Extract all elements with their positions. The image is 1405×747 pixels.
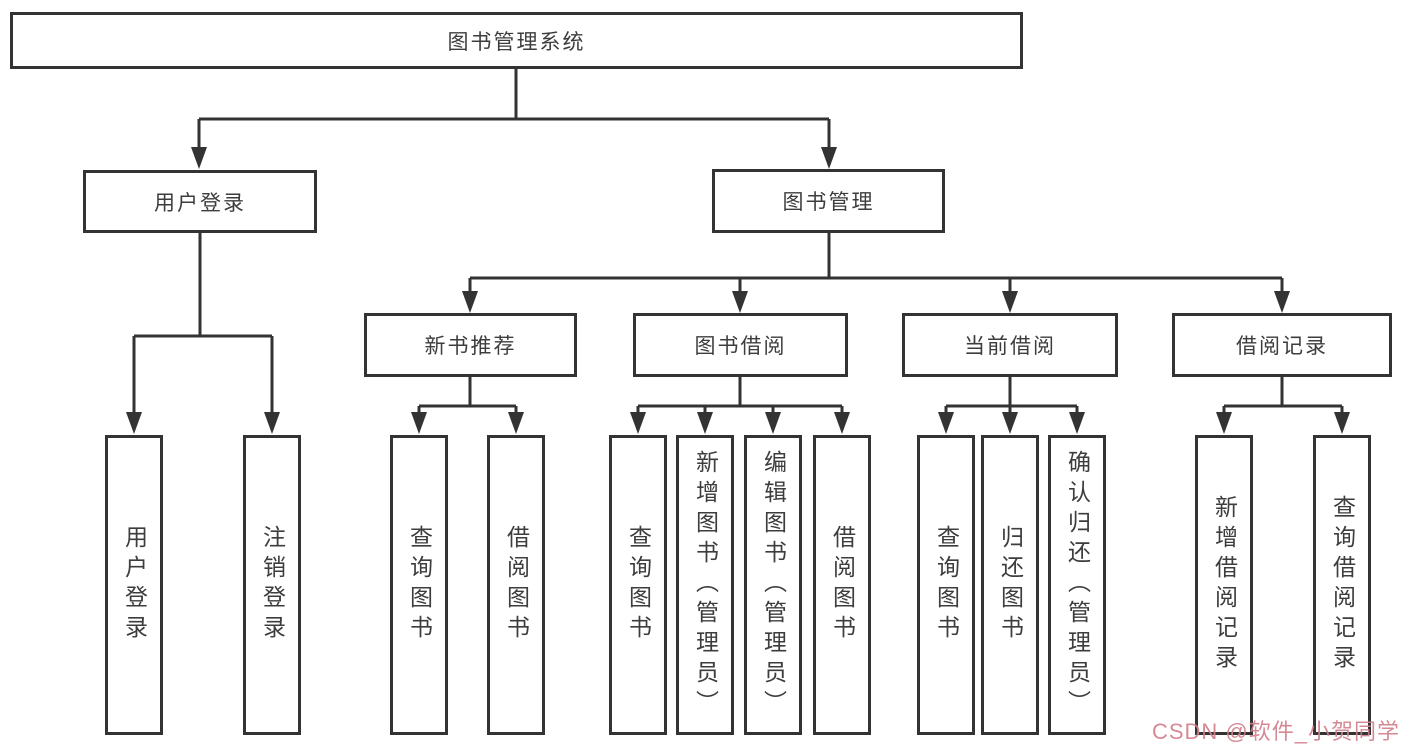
- node-borrow-records: 借阅记录: [1172, 313, 1392, 377]
- node-leaf-return-books: 归还图书: [981, 435, 1039, 735]
- arrow-down-icon: [938, 412, 954, 434]
- node-label: 注销登录: [259, 525, 286, 645]
- arrow-down-icon: [191, 147, 207, 169]
- node-new-books: 新书推荐: [364, 313, 577, 377]
- arrow-down-icon: [630, 412, 646, 434]
- node-leaf-user-login: 用户登录: [105, 435, 163, 735]
- node-leaf-logout: 注销登录: [243, 435, 301, 735]
- arrow-down-icon: [1216, 412, 1232, 434]
- arrow-down-icon: [1334, 412, 1350, 434]
- arrow-down-icon: [1069, 412, 1085, 434]
- arrow-down-icon: [732, 291, 748, 313]
- node-label: 借阅图书: [829, 525, 856, 645]
- node-leaf-query-books-3: 查询图书: [917, 435, 975, 735]
- node-label: 查询借阅记录: [1329, 495, 1356, 675]
- arrow-down-icon: [1002, 291, 1018, 313]
- arrow-down-icon: [697, 412, 713, 434]
- arrow-down-icon: [462, 291, 478, 313]
- node-book-mgmt: 图书管理: [712, 169, 945, 233]
- node-leaf-borrow-books-2: 借阅图书: [813, 435, 871, 735]
- arrow-down-icon: [1002, 412, 1018, 434]
- node-book-borrow: 图书借阅: [633, 313, 848, 377]
- arrow-down-icon: [765, 412, 781, 434]
- arrow-down-icon: [1274, 291, 1290, 313]
- node-leaf-query-books-2: 查询图书: [609, 435, 667, 735]
- node-label: 归还图书: [997, 525, 1024, 645]
- node-label: 新增图书（管理员）: [692, 450, 719, 720]
- node-leaf-confirm-return-admin: 确认归还（管理员）: [1048, 435, 1106, 735]
- arrow-down-icon: [821, 147, 837, 169]
- node-leaf-add-books-admin: 新增图书（管理员）: [676, 435, 734, 735]
- node-label: 查询图书: [406, 525, 433, 645]
- node-root: 图书管理系统: [10, 12, 1023, 69]
- node-label: 确认归还（管理员）: [1064, 450, 1091, 720]
- arrow-down-icon: [126, 412, 142, 434]
- node-current-borrow: 当前借阅: [902, 313, 1118, 377]
- connector-paths: [132, 69, 1344, 414]
- node-leaf-query-books-1: 查询图书: [390, 435, 448, 735]
- node-leaf-add-borrow-record: 新增借阅记录: [1195, 435, 1253, 735]
- arrow-down-icon: [834, 412, 850, 434]
- node-label: 编辑图书（管理员）: [760, 450, 787, 720]
- node-label: 用户登录: [121, 525, 148, 645]
- node-leaf-borrow-books-1: 借阅图书: [487, 435, 545, 735]
- node-leaf-edit-books-admin: 编辑图书（管理员）: [744, 435, 802, 735]
- arrow-down-icon: [411, 412, 427, 434]
- csdn-watermark: CSDN @软件_小贺同学: [1151, 719, 1400, 744]
- node-label: 查询图书: [933, 525, 960, 645]
- node-leaf-query-borrow-record: 查询借阅记录: [1313, 435, 1371, 735]
- node-user-login: 用户登录: [83, 170, 317, 233]
- node-label: 新增借阅记录: [1211, 495, 1238, 675]
- node-label: 借阅图书: [503, 525, 530, 645]
- arrow-down-icon: [508, 412, 524, 434]
- arrow-down-icon: [264, 412, 280, 434]
- node-label: 查询图书: [625, 525, 652, 645]
